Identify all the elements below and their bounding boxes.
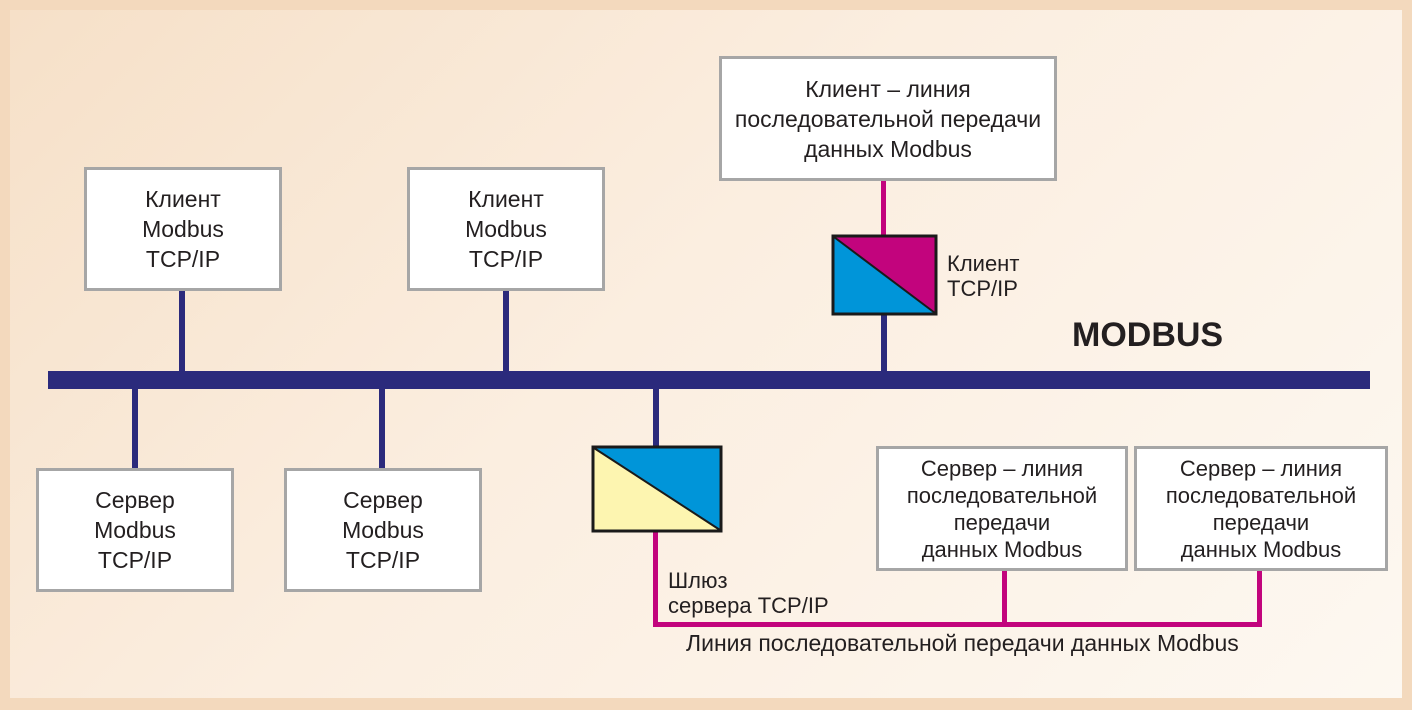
serial-link-client [881,179,886,237]
bus-title: MODBUS [1072,316,1224,354]
bus-drop-client-1 [179,290,185,374]
diagram-background [10,10,1402,698]
tcp-server-box-2: Сервер Modbus TCP/IP [284,468,482,592]
serial-server-box-2: Сервер – линия последовательной передачи… [1134,446,1388,571]
tcp-server-box-1: Сервер Modbus TCP/IP [36,468,234,592]
bus-drop-client-gateway [881,313,887,374]
serial-line-label: Линия последовательной передачи данных M… [686,630,1239,656]
bus-drop-client-2 [503,290,509,374]
bus-drop-server-2 [379,386,385,470]
client-gateway-label: Клиент TCP/IP [947,251,1020,301]
server-gateway-icon [591,445,723,533]
modbus-tcp-bus [48,371,1370,389]
tcp-client-box-1: Клиент Modbus TCP/IP [84,167,282,291]
bus-drop-server-1 [132,386,138,470]
serial-client-box: Клиент – линия последовательной передачи… [719,56,1057,181]
bus-drop-server-gateway [653,386,659,448]
serial-server-box-1: Сервер – линия последовательной передачи… [876,446,1128,571]
server-gateway-label: Шлюз сервера TCP/IP [668,568,829,618]
tcp-client-box-2: Клиент Modbus TCP/IP [407,167,605,291]
serial-line [653,530,1262,627]
client-gateway-icon [831,234,938,316]
